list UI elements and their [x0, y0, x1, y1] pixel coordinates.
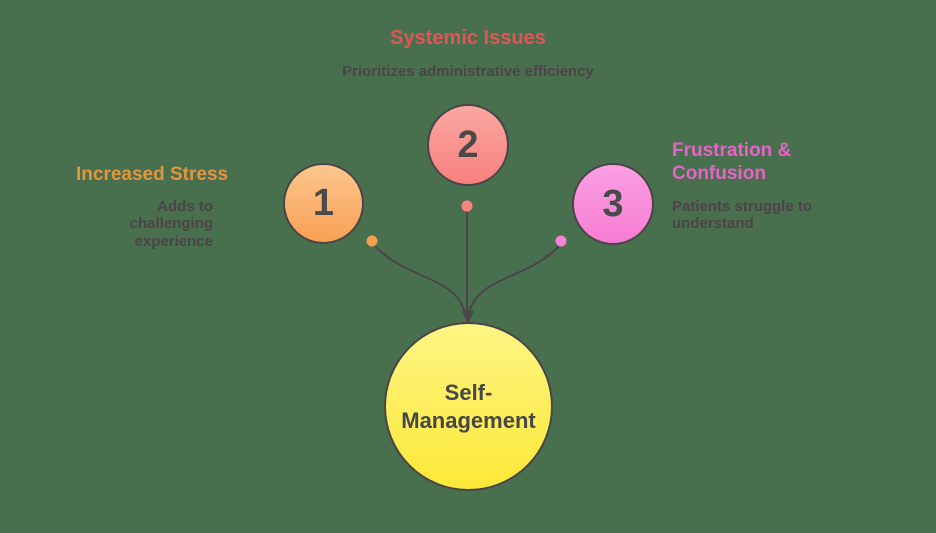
node-number-2: 2	[457, 123, 479, 166]
node-increased-stress: 1	[283, 163, 364, 244]
right-branch-description: Patients struggle to understand	[672, 198, 813, 233]
node-self-management: Self-Management	[384, 322, 553, 491]
right-branch-title: Frustration & Confusion	[672, 140, 792, 184]
top-branch-description: Prioritizes administrative efficiency	[342, 63, 594, 80]
connector-left-curve	[374, 245, 467, 319]
connector-dot-left	[366, 235, 378, 247]
connector-dot-middle	[461, 200, 473, 212]
node-frustration-confusion: 3	[572, 163, 654, 245]
node-systemic-issues: 2	[427, 104, 509, 186]
top-branch-title: Systemic Issues	[390, 27, 546, 49]
connector-right-curve	[467, 245, 560, 319]
center-node-label: Self-Management	[401, 380, 536, 433]
left-branch-title: Increased Stress	[76, 164, 229, 185]
node-number-1: 1	[312, 182, 335, 224]
node-number-3: 3	[602, 182, 624, 225]
connector-dot-right	[555, 235, 567, 247]
left-branch-description: Adds to challenging experience	[129, 198, 213, 250]
arrowhead-icon	[462, 311, 474, 324]
